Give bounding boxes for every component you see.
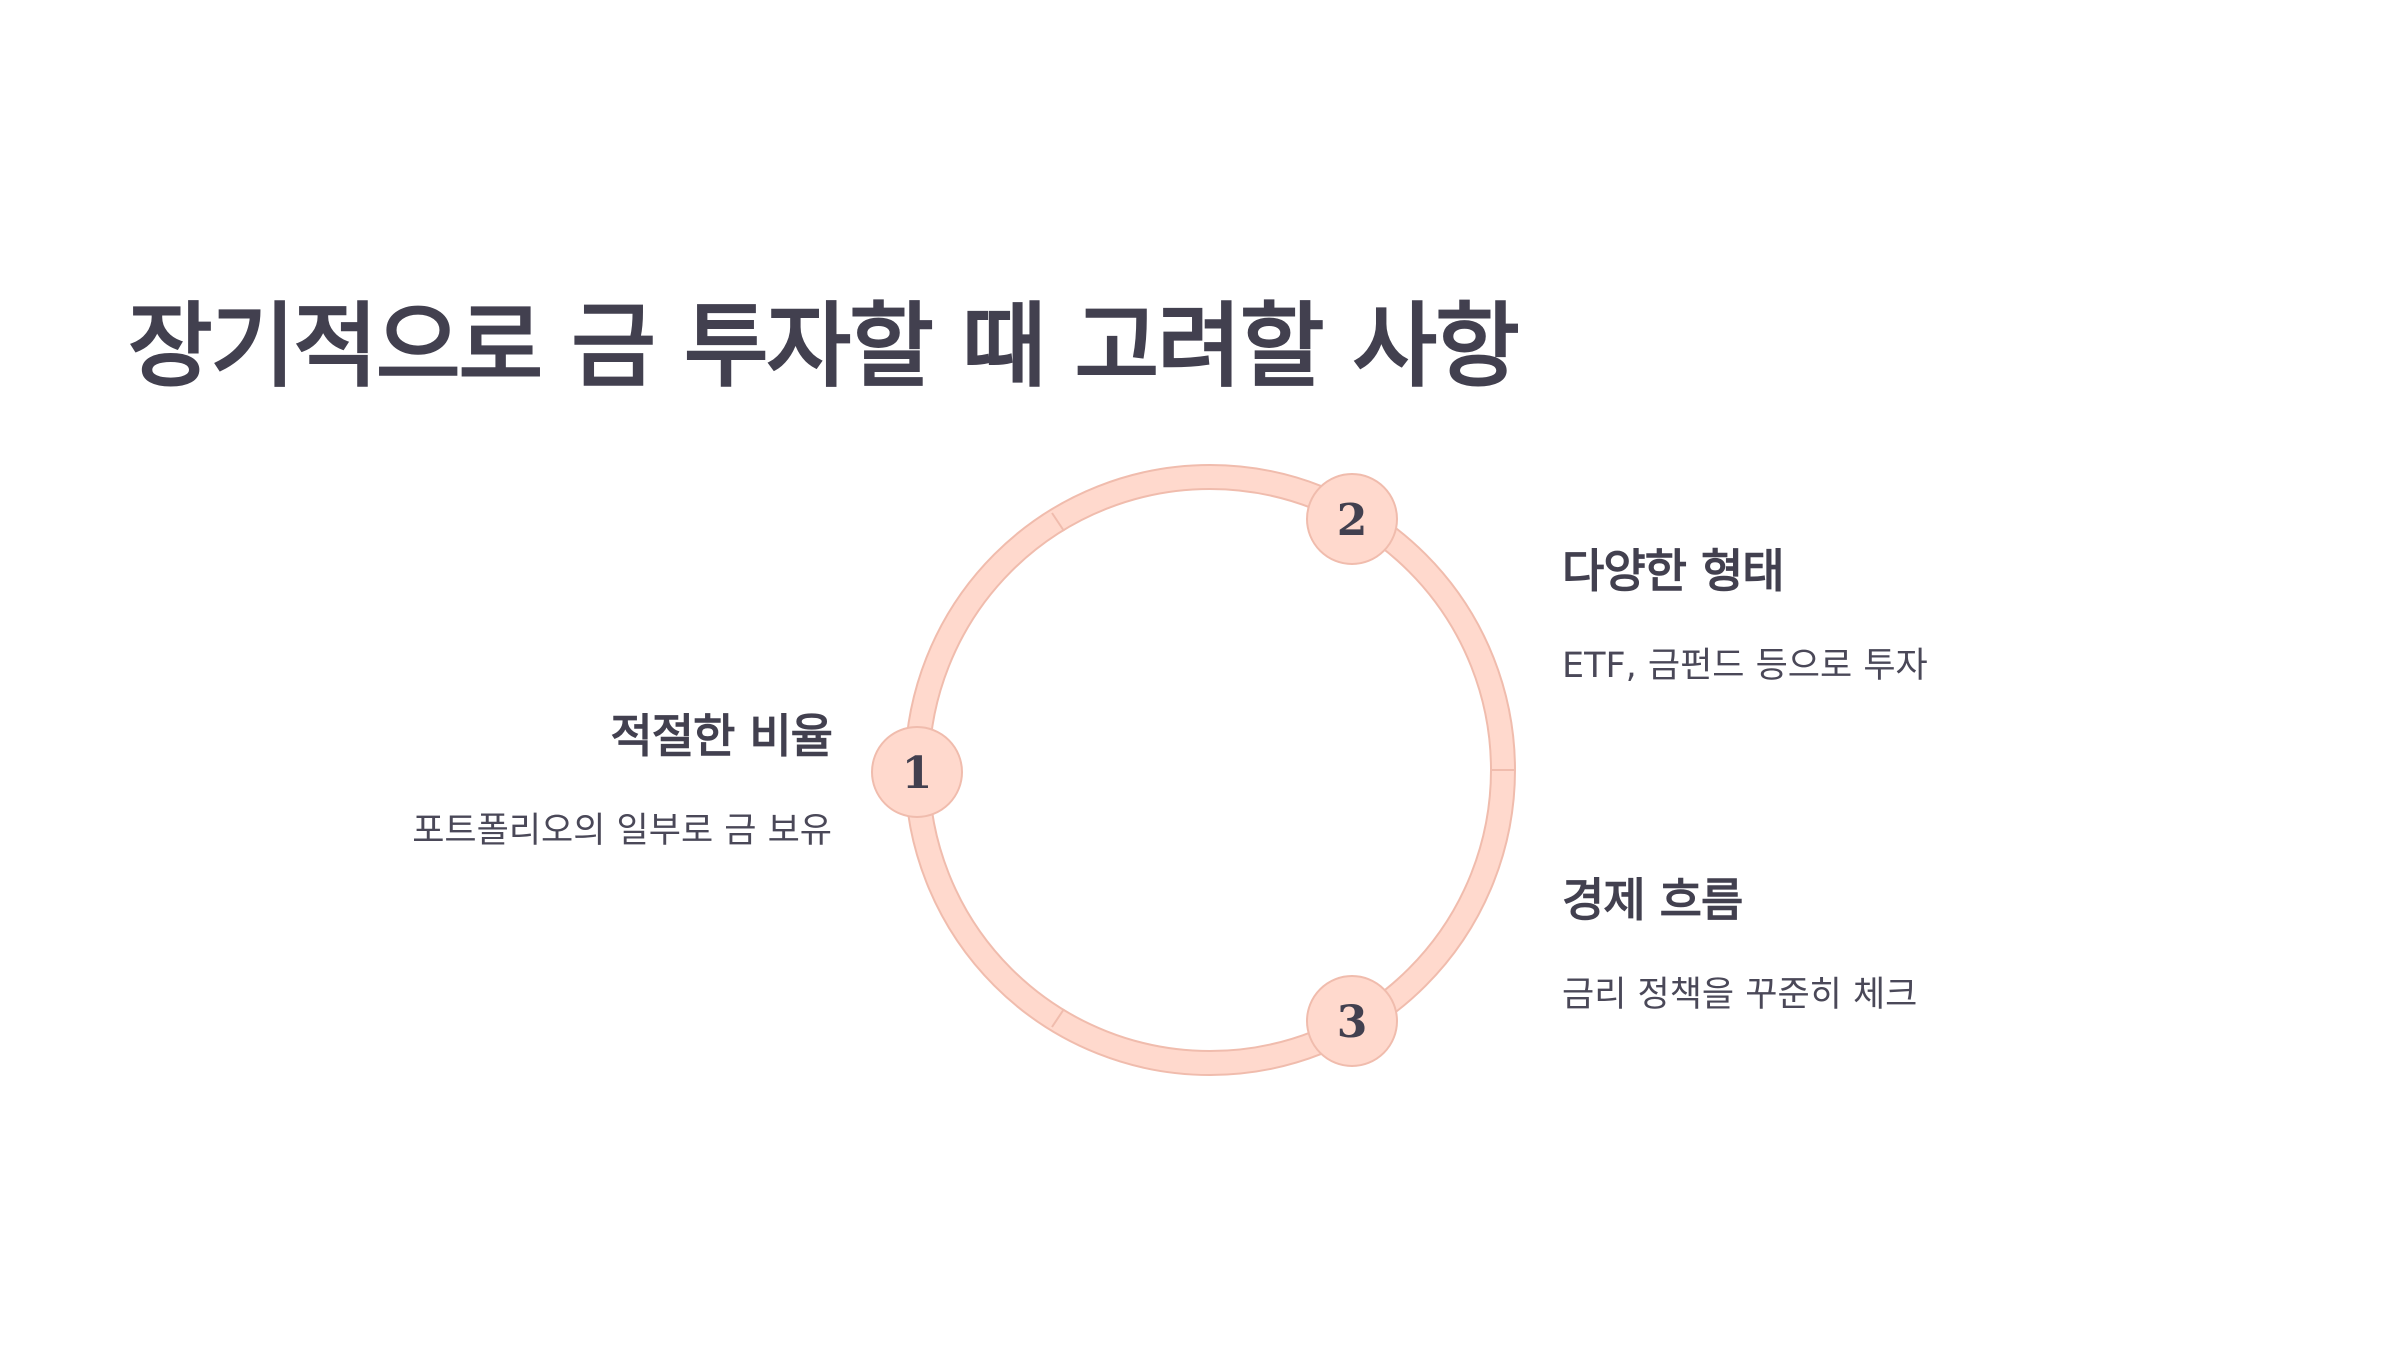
node-2-number: 2 [1337, 495, 1368, 546]
item-2-heading: 다양한 형태 [1562, 544, 1785, 598]
cycle-ring-fill [906, 466, 1514, 1074]
node-1-number: 1 [902, 748, 933, 799]
item-3-heading: 경제 흐름 [1562, 873, 1743, 927]
item-1-heading: 적절한 비율 [610, 709, 833, 763]
item-3: 경제 흐름 금리 정책을 꾸준히 체크 [1562, 864, 2122, 1017]
ring-divider [1051, 512, 1065, 532]
node-2: 2 [1306, 473, 1398, 565]
node-1: 1 [871, 726, 963, 818]
page-title: 장기적으로 금 투자할 때 고려할 사항 [128, 293, 1520, 400]
item-1: 적절한 비율 포트폴리오의 일부로 금 보유 [272, 700, 833, 853]
ring-divider [1051, 1008, 1065, 1028]
item-2: 다양한 형태 ETF, 금펀드 등으로 투자 [1562, 535, 2122, 688]
item-2-desc: ETF, 금펀드 등으로 투자 [1562, 646, 1928, 686]
node-3: 3 [1306, 975, 1398, 1067]
item-3-desc: 금리 정책을 꾸준히 체크 [1562, 975, 1918, 1015]
node-3-number: 3 [1337, 997, 1368, 1048]
item-1-desc: 포트폴리오의 일부로 금 보유 [412, 811, 832, 851]
